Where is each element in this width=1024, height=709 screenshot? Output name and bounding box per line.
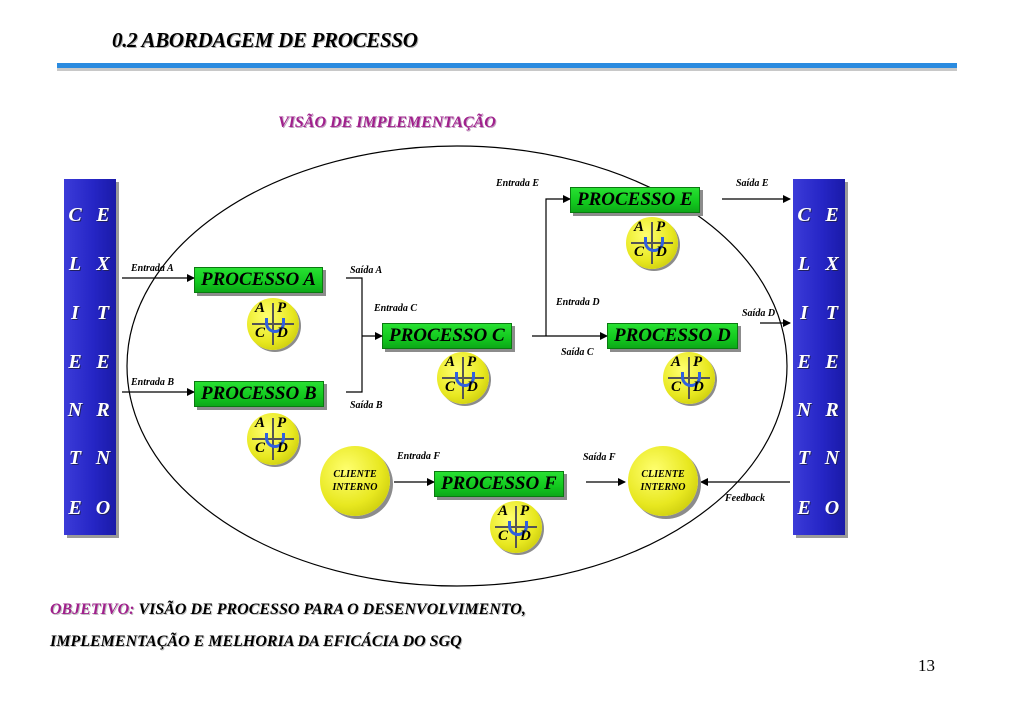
bar-letter: N — [67, 399, 83, 421]
bar-letter: L — [68, 253, 82, 275]
bar-letter: O — [95, 497, 111, 519]
bar-letter: E — [797, 497, 811, 519]
label-entrada-c: Entrada C — [374, 303, 418, 314]
process-a: PROCESSO A — [194, 267, 323, 293]
bar-letter: T — [96, 302, 110, 324]
internal-client-label: CLIENTE INTERNO — [640, 469, 686, 493]
bar-letter: E — [96, 204, 110, 226]
bar-letter: E — [825, 351, 839, 373]
bar-letter: N — [796, 399, 812, 421]
label-entrada-a: Entrada A — [131, 263, 174, 274]
bar-letter: O — [824, 497, 840, 519]
external-client-bar-right: C E L X I T E E N R T N E O — [793, 179, 845, 535]
bar-letter: R — [825, 399, 839, 421]
title-rule — [57, 63, 957, 68]
bar-letter: E — [68, 351, 82, 373]
bar-letter: X — [825, 253, 839, 275]
label-saida-d: Saída D — [742, 308, 776, 319]
label-saida-f: Saída F — [583, 452, 616, 463]
objective-key: OBJETIVO: — [50, 601, 135, 618]
process-e: PROCESSO E — [570, 187, 700, 213]
bar-letter: T — [825, 302, 839, 324]
objective-text-2: IMPLEMENTAÇÃO E MELHORIA DA EFICÁCIA DO … — [50, 633, 462, 650]
arrow-entrada-e — [545, 195, 571, 336]
internal-client-right: CLIENTE INTERNO — [628, 446, 698, 516]
page-number: 13 — [918, 656, 935, 675]
process-b: PROCESSO B — [194, 381, 324, 407]
label-feedback: Feedback — [725, 493, 765, 504]
bar-letter: N — [824, 447, 840, 469]
external-client-bar-left: C E L X I T E E N R T N E O — [64, 179, 116, 535]
bar-letter: C — [68, 204, 82, 226]
label-entrada-b: Entrada B — [131, 377, 175, 388]
process-d: PROCESSO D — [607, 323, 738, 349]
internal-client-left: CLIENTE INTERNO — [320, 446, 390, 516]
label-entrada-e: Entrada E — [496, 178, 540, 189]
label-saida-c: Saída C — [561, 347, 594, 358]
objective-line-1: OBJETIVO: VISÃO DE PROCESSO PARA O DESEN… — [50, 601, 526, 619]
bar-letter: N — [95, 447, 111, 469]
slide-title: 0.2 ABORDAGEM DE PROCESSO — [112, 28, 418, 52]
label-saida-e: Saída E — [736, 178, 769, 189]
diagram-subtitle: VISÃO DE IMPLEMENTAÇÃO — [278, 114, 496, 131]
bar-letter: I — [71, 302, 79, 324]
label-saida-b: Saída B — [350, 400, 383, 411]
bar-letter: C — [797, 204, 811, 226]
bar-letter: X — [96, 253, 110, 275]
bar-letter: T — [68, 447, 82, 469]
label-entrada-f: Entrada F — [397, 451, 441, 462]
line-saida-a — [346, 277, 363, 393]
process-f: PROCESSO F — [434, 471, 564, 497]
bar-letter: I — [800, 302, 808, 324]
bar-letter: L — [797, 253, 811, 275]
bar-letter: E — [797, 351, 811, 373]
bar-letter: E — [96, 351, 110, 373]
bar-letter: R — [96, 399, 110, 421]
bar-letter: T — [797, 447, 811, 469]
bar-letter: E — [68, 497, 82, 519]
objective-text-1: VISÃO DE PROCESSO PARA O DESENVOLVIMENTO… — [138, 601, 526, 618]
label-entrada-d: Entrada D — [556, 297, 600, 308]
process-c: PROCESSO C — [382, 323, 512, 349]
organization-boundary — [126, 145, 788, 587]
internal-client-label: CLIENTE INTERNO — [332, 469, 378, 493]
label-saida-a: Saída A — [350, 265, 383, 276]
bar-letter: E — [825, 204, 839, 226]
